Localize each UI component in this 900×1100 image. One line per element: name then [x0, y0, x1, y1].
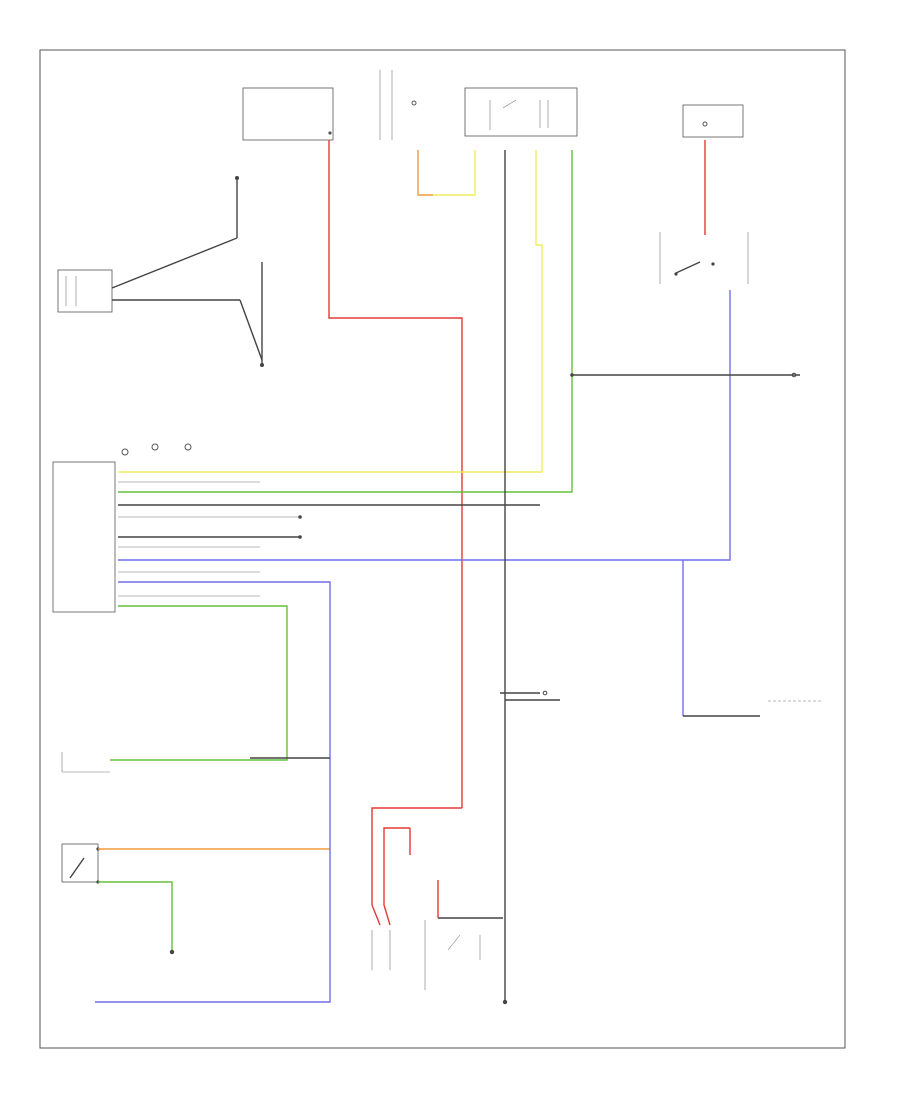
blue-feed-wire: [95, 290, 731, 1003]
green-feed-wire: [98, 150, 573, 952]
ground-wiring: [118, 150, 800, 1005]
clutch-switch: [61, 843, 100, 884]
tcm: [61, 752, 110, 773]
generator: [371, 930, 391, 970]
neutral-switch: [659, 232, 749, 284]
yellow-feed-wire: [118, 150, 543, 473]
battery-ground-strap: [111, 176, 264, 367]
diagram-frame: [39, 49, 846, 1049]
hot-in-run-right: [682, 104, 744, 138]
pcm-pin-rows: [118, 481, 300, 597]
starter-motor: [424, 917, 503, 990]
orange-feed-wire: [98, 150, 433, 850]
red-feed-wire: [328, 140, 706, 926]
battery-sensor: [57, 269, 113, 313]
starter-relay: [464, 87, 578, 137]
pcm: [52, 461, 116, 613]
hot-in-run-start: [379, 70, 417, 140]
fuse-block: [242, 87, 334, 141]
pcm-ground-symbols: [121, 443, 192, 456]
